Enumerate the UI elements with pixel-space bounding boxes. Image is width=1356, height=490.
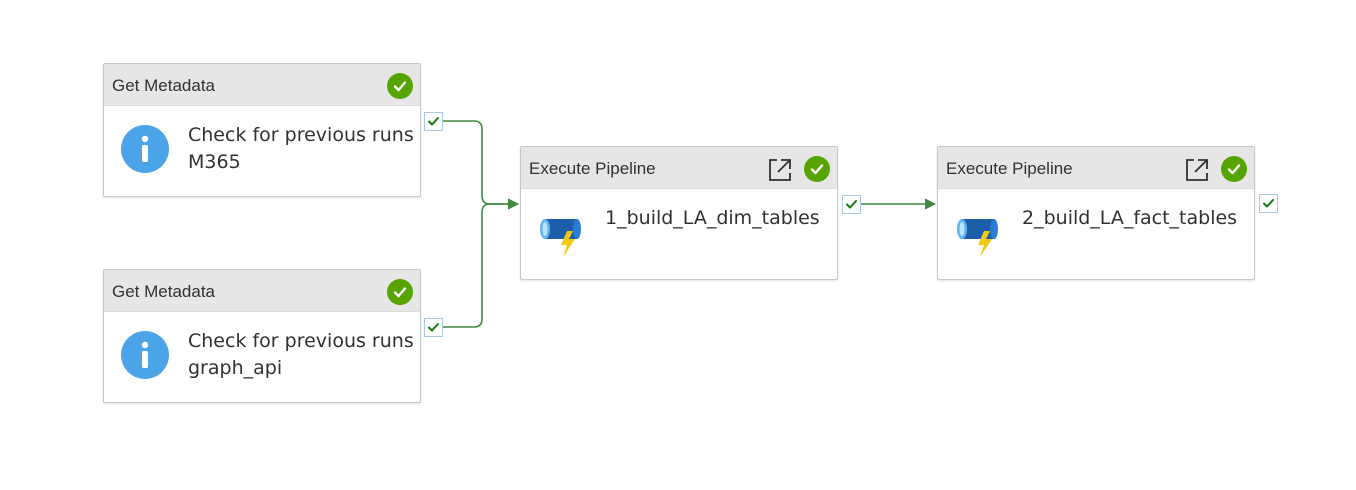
info-icon [121, 125, 169, 173]
activity-name: Check for previous runs M365 [188, 124, 414, 173]
activity-body: 1_build_LA_dim_tables [521, 189, 837, 281]
open-pipeline-icon[interactable] [1182, 155, 1212, 185]
activity-name: Check for previous runs graph_api [188, 330, 414, 379]
activity-execute-pipeline-dim[interactable]: Execute Pipeline 1_build_LA_dim_tables [520, 146, 838, 280]
activity-name: 1_build_LA_dim_tables [605, 207, 820, 229]
success-status-icon[interactable] [387, 279, 413, 305]
success-output-checkbox[interactable] [424, 318, 443, 337]
success-output-checkbox[interactable] [842, 195, 861, 214]
activity-header: Execute Pipeline [938, 147, 1254, 189]
success-status-icon[interactable] [387, 73, 413, 99]
activity-body: Check for previous runs M365 [104, 106, 420, 198]
activity-get-metadata-graph-api[interactable]: Get Metadata Check for previous runs gra… [103, 269, 421, 403]
activity-get-metadata-m365[interactable]: Get Metadata Check for previous runs M36… [103, 63, 421, 197]
success-status-icon[interactable] [804, 156, 830, 182]
execute-pipeline-icon [540, 219, 581, 257]
activity-type-label: Get Metadata [112, 282, 216, 301]
activity-execute-pipeline-fact[interactable]: Execute Pipeline 2_build_LA_fact_tables [937, 146, 1255, 280]
activity-header: Execute Pipeline [521, 147, 837, 189]
connector-m365-to-dim[interactable] [443, 120, 520, 210]
activity-type-label: Get Metadata [112, 76, 216, 95]
activity-header: Get Metadata [104, 270, 420, 312]
activity-type-label: Execute Pipeline [529, 159, 656, 178]
open-pipeline-icon[interactable] [765, 155, 795, 185]
activity-body: Check for previous runs graph_api [104, 312, 420, 404]
activity-body: 2_build_LA_fact_tables [938, 189, 1254, 281]
connector-graph-to-dim[interactable] [443, 198, 520, 328]
execute-pipeline-icon [957, 219, 998, 257]
activity-header: Get Metadata [104, 64, 420, 106]
success-output-checkbox[interactable] [1259, 194, 1278, 213]
info-icon [121, 331, 169, 379]
activity-name: 2_build_LA_fact_tables [1022, 207, 1238, 229]
success-status-icon[interactable] [1221, 156, 1247, 182]
success-output-checkbox[interactable] [424, 112, 443, 131]
activity-type-label: Execute Pipeline [946, 159, 1073, 178]
